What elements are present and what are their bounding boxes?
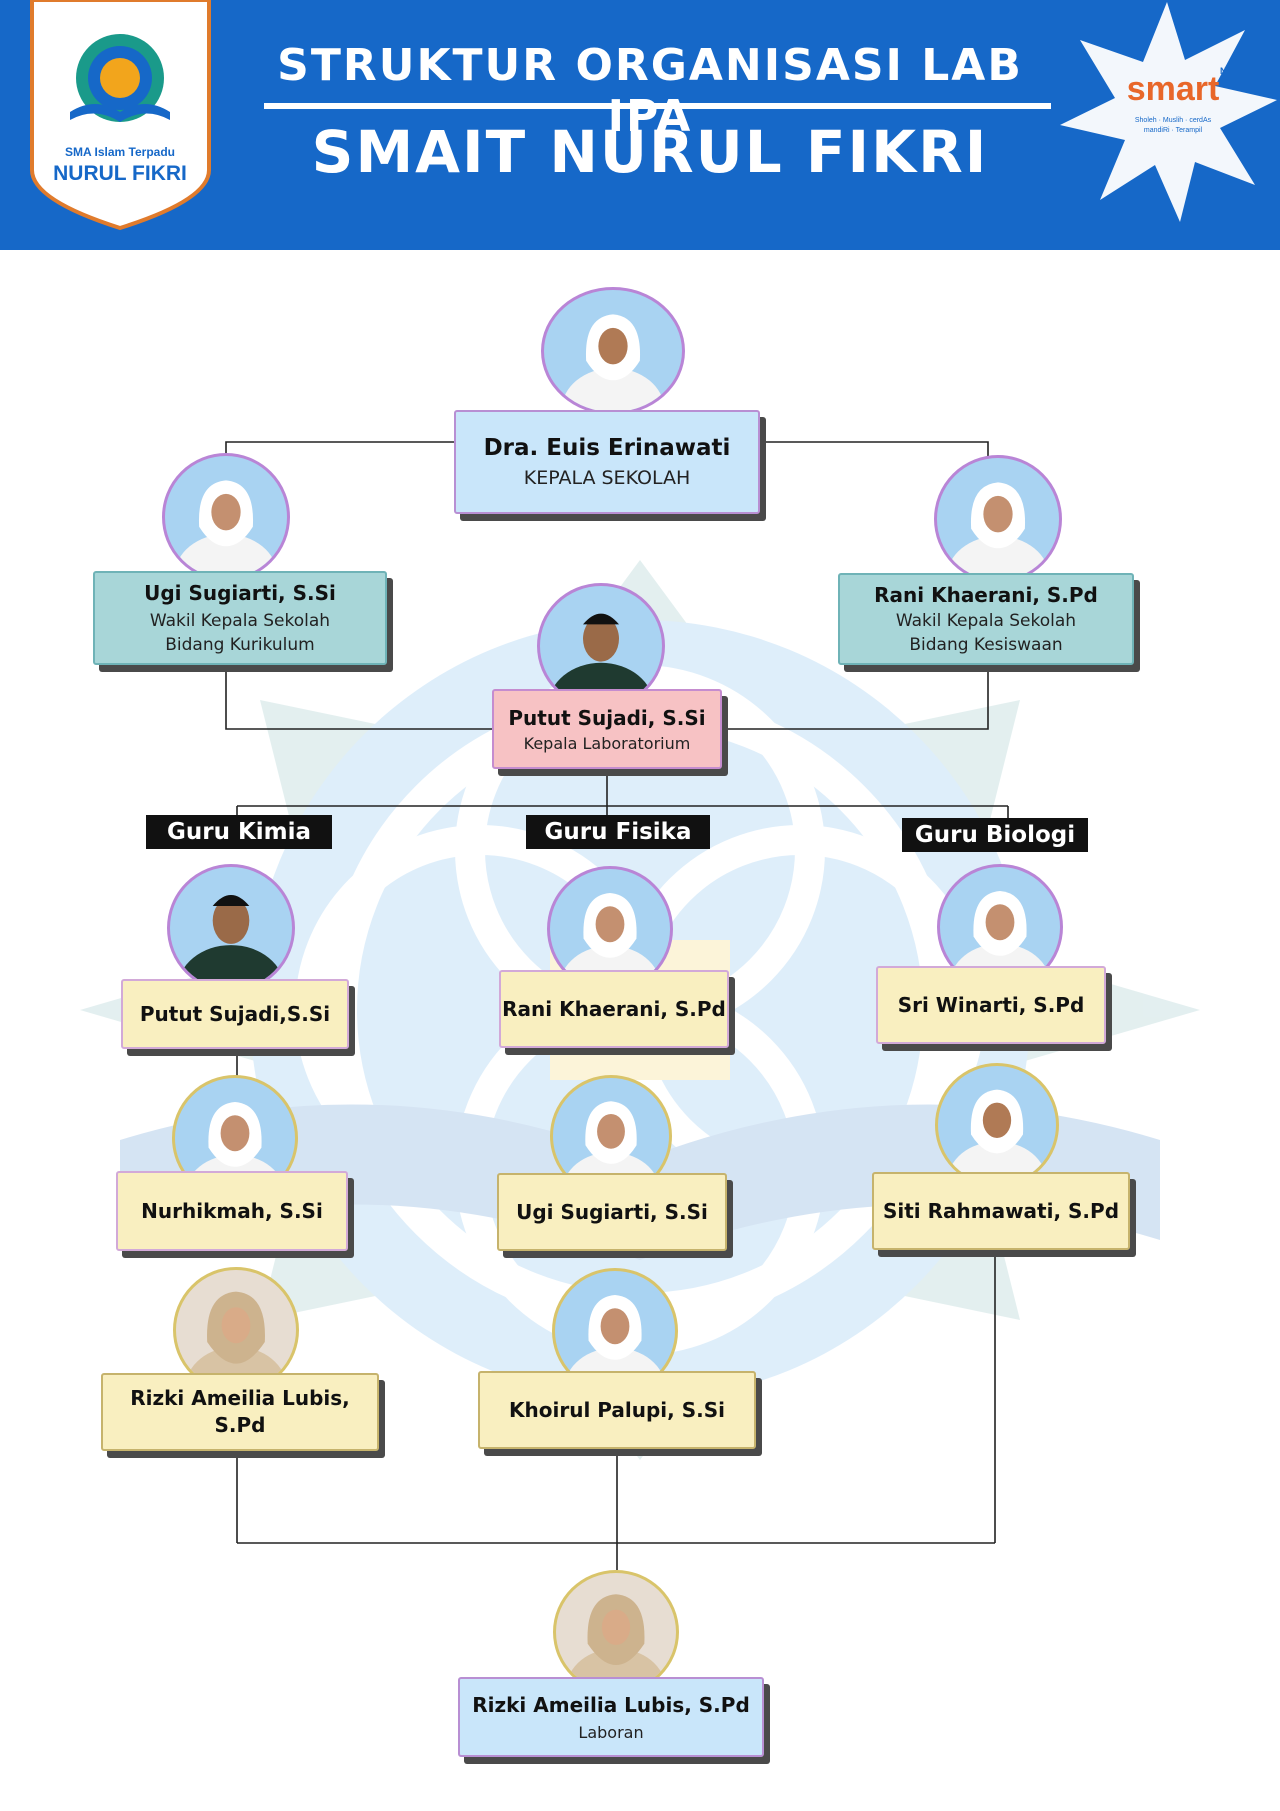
- title-line1: STRUKTUR ORGANISASI LAB IPA: [277, 40, 1023, 142]
- photo-biology-2: [935, 1063, 1059, 1187]
- logo-right-tag1: Sholeh · Muslih · cerdAs: [1135, 117, 1212, 124]
- logo-left-text1: SMA Islam Terpadu: [65, 145, 175, 159]
- hijab-person-icon: [174, 480, 278, 578]
- title-line2: SMAIT NURUL FIKRI: [311, 118, 989, 186]
- laboran-name: Rizki Ameilia Lubis, S.Pd: [472, 1692, 750, 1717]
- logo-right-word: smart: [1127, 70, 1220, 108]
- physics-member-2: Ugi Sugiarti, S.Si: [516, 1200, 708, 1224]
- chemistry-member-2: Nurhikmah, S.Si: [141, 1199, 323, 1223]
- logo-left-text2: NURUL FIKRI: [53, 162, 187, 185]
- man-person-icon: [548, 613, 654, 706]
- hijab-person-icon: [566, 1594, 666, 1691]
- vice-student-role2: Bidang Kesiswaan: [909, 635, 1063, 655]
- hijab-person-icon: [561, 314, 665, 412]
- chemistry-member-3: Rizki Ameilia Lubis, S.Pd: [130, 1386, 350, 1437]
- laboran-role: Laboran: [578, 1722, 644, 1742]
- card-chemistry-1: Putut Sujadi,S.Si: [121, 979, 349, 1049]
- biology-member-2: Siti Rahmawati, S.Pd: [882, 1199, 1120, 1223]
- vice-curriculum-role1: Wakil Kepala Sekolah: [149, 611, 331, 631]
- card-chemistry-2: Nurhikmah, S.Si: [116, 1171, 348, 1251]
- card-biology-2: Siti Rahmawati, S.Pd: [872, 1172, 1130, 1250]
- title-divider: [264, 103, 1051, 109]
- photo-chemistry-1: [167, 864, 295, 992]
- principal-role: KEPALA SEKOLAH: [523, 467, 691, 489]
- card-physics-1: Rani Khaerani, S.Pd: [499, 970, 729, 1048]
- group-label-chemistry: Guru Kimia: [146, 815, 332, 849]
- group-label-biology: Guru Biologi: [902, 818, 1088, 852]
- photo-laboran: [553, 1570, 679, 1694]
- card-principal: Dra. Euis Erinawati KEPALA SEKOLAH: [454, 410, 760, 514]
- hijab-person-icon: [946, 482, 1050, 580]
- smart-logo: smart NF Sholeh · Muslih · cerdAs mandiR…: [1060, 2, 1277, 222]
- card-vice-student: Rani Khaerani, S.Pd Wakil Kepala Sekolah…: [838, 573, 1134, 665]
- card-biology-1: Sri Winarti, S.Pd: [876, 966, 1106, 1044]
- chemistry-member-1: Putut Sujadi,S.Si: [139, 1002, 331, 1026]
- physics-member-1: Rani Khaerani, S.Pd: [502, 997, 726, 1021]
- card-lab-head: Putut Sujadi, S.Si Kepala Laboratorium: [492, 689, 722, 769]
- school-logo: SMA Islam Terpadu NURUL FIKRI: [30, 0, 211, 231]
- card-physics-3: Khoirul Palupi, S.Si: [478, 1371, 756, 1449]
- physics-member-3: Khoirul Palupi, S.Si: [509, 1398, 725, 1422]
- photo-vice-curriculum: [162, 453, 290, 581]
- card-physics-2: Ugi Sugiarti, S.Si: [497, 1173, 727, 1251]
- principal-name: Dra. Euis Erinawati: [483, 435, 731, 461]
- vice-student-name: Rani Khaerani, S.Pd: [874, 583, 1098, 607]
- photo-lab-head: [537, 583, 665, 709]
- group-label-physics: Guru Fisika: [526, 815, 710, 849]
- vice-curriculum-name: Ugi Sugiarti, S.Si: [144, 581, 336, 605]
- lab-head-role: Kepala Laboratorium: [523, 733, 691, 753]
- logo-right-tag2: mandiRi · Terampil: [1144, 127, 1203, 134]
- card-vice-curriculum: Ugi Sugiarti, S.Si Wakil Kepala Sekolah …: [93, 571, 387, 665]
- photo-principal: [541, 287, 685, 415]
- lab-head-name: Putut Sujadi, S.Si: [508, 705, 706, 730]
- vice-curriculum-role2: Bidang Kurikulum: [165, 635, 315, 655]
- card-chemistry-3: Rizki Ameilia Lubis, S.Pd: [101, 1373, 379, 1451]
- hijab-person-icon: [947, 1089, 1047, 1184]
- photo-vice-student: [934, 455, 1062, 583]
- vice-student-role1: Wakil Kepala Sekolah: [895, 611, 1077, 631]
- hijab-person-icon: [185, 1291, 287, 1390]
- card-laboran: Rizki Ameilia Lubis, S.Pd Laboran: [458, 1677, 764, 1757]
- logo-right-sup: NF: [1220, 66, 1232, 76]
- man-person-icon: [177, 895, 285, 989]
- biology-member-1: Sri Winarti, S.Pd: [897, 993, 1085, 1017]
